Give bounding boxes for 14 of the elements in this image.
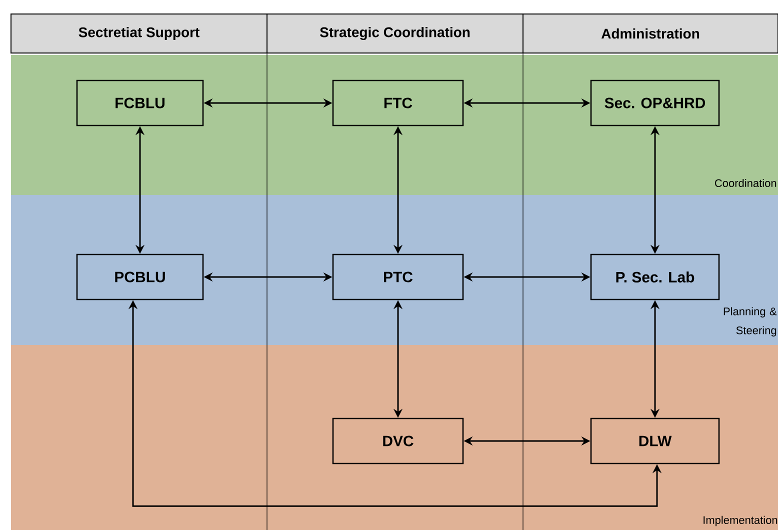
process-box: DLW: [590, 418, 720, 464]
process-box: FTC: [332, 80, 464, 126]
process-box: PTC: [332, 254, 464, 300]
column-header: Administration: [522, 14, 778, 54]
column-header: Strategic Coordination: [266, 14, 524, 54]
process-box: DVC: [332, 418, 464, 464]
process-box: Sec. OP&HRD: [590, 80, 720, 126]
process-box: PCBLU: [76, 254, 204, 300]
process-box: P. Sec. Lab: [590, 254, 720, 300]
band-label: Planning & Steering: [724, 307, 777, 336]
process-box: FCBLU: [76, 80, 204, 126]
column-header: Sectretiat Support: [10, 14, 268, 54]
band-label: Implementation: [704, 516, 778, 526]
band-label: Coordination: [715, 178, 776, 188]
